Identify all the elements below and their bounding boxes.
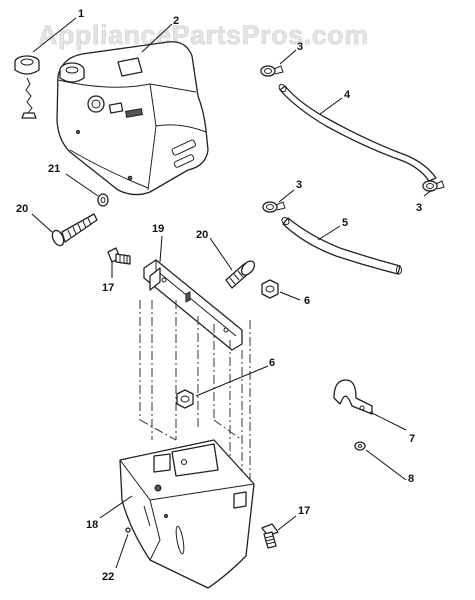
hex-nut[interactable] xyxy=(261,279,279,299)
watermark: AppliancePartsPros.com xyxy=(38,20,369,50)
callout-5: 5 xyxy=(342,217,348,229)
hose-clamp[interactable] xyxy=(260,65,284,77)
fuel-line-hose-long[interactable] xyxy=(278,83,437,182)
bolt[interactable] xyxy=(107,247,131,265)
pin[interactable] xyxy=(125,527,131,533)
washer[interactable] xyxy=(354,441,366,451)
callout-4: 4 xyxy=(344,89,351,101)
washer[interactable] xyxy=(97,193,109,207)
callout-6: 6 xyxy=(304,295,310,307)
callout-17: 17 xyxy=(298,505,310,517)
callout-20: 20 xyxy=(196,229,208,241)
callout-8: 8 xyxy=(408,473,414,485)
callout-19: 19 xyxy=(152,223,164,235)
alignment-lines xyxy=(139,300,251,480)
mounting-bracket[interactable] xyxy=(143,259,243,351)
hose-clamp[interactable] xyxy=(422,180,445,192)
callout-3: 3 xyxy=(297,41,303,53)
cable-clip[interactable] xyxy=(333,379,373,415)
callout-18: 18 xyxy=(86,519,98,531)
callout-2: 2 xyxy=(173,15,179,27)
bolt[interactable] xyxy=(261,523,279,549)
callout-20: 20 xyxy=(16,203,28,215)
leader-lines xyxy=(31,17,433,569)
callout-3: 3 xyxy=(296,179,302,191)
hex-nut[interactable] xyxy=(176,389,194,409)
callout-labels: 1 2 3 4 3 3 5 21 20 19 20 6 17 6 7 8 18 … xyxy=(16,8,422,583)
hose-clamp[interactable] xyxy=(262,201,286,213)
callout-6: 6 xyxy=(269,357,275,369)
fuel-cap[interactable] xyxy=(14,55,40,119)
callout-17: 17 xyxy=(102,282,114,294)
callout-1: 1 xyxy=(78,8,84,20)
callout-22: 22 xyxy=(102,571,114,583)
callout-3: 3 xyxy=(416,202,422,214)
callout-7: 7 xyxy=(409,433,415,445)
fuel-line-hose-short[interactable] xyxy=(281,216,402,275)
screw[interactable] xyxy=(50,213,98,247)
tank-shield-panel[interactable] xyxy=(119,439,255,589)
fuel-tank[interactable] xyxy=(56,41,209,196)
screw[interactable] xyxy=(225,259,257,289)
callout-21: 21 xyxy=(48,163,60,175)
